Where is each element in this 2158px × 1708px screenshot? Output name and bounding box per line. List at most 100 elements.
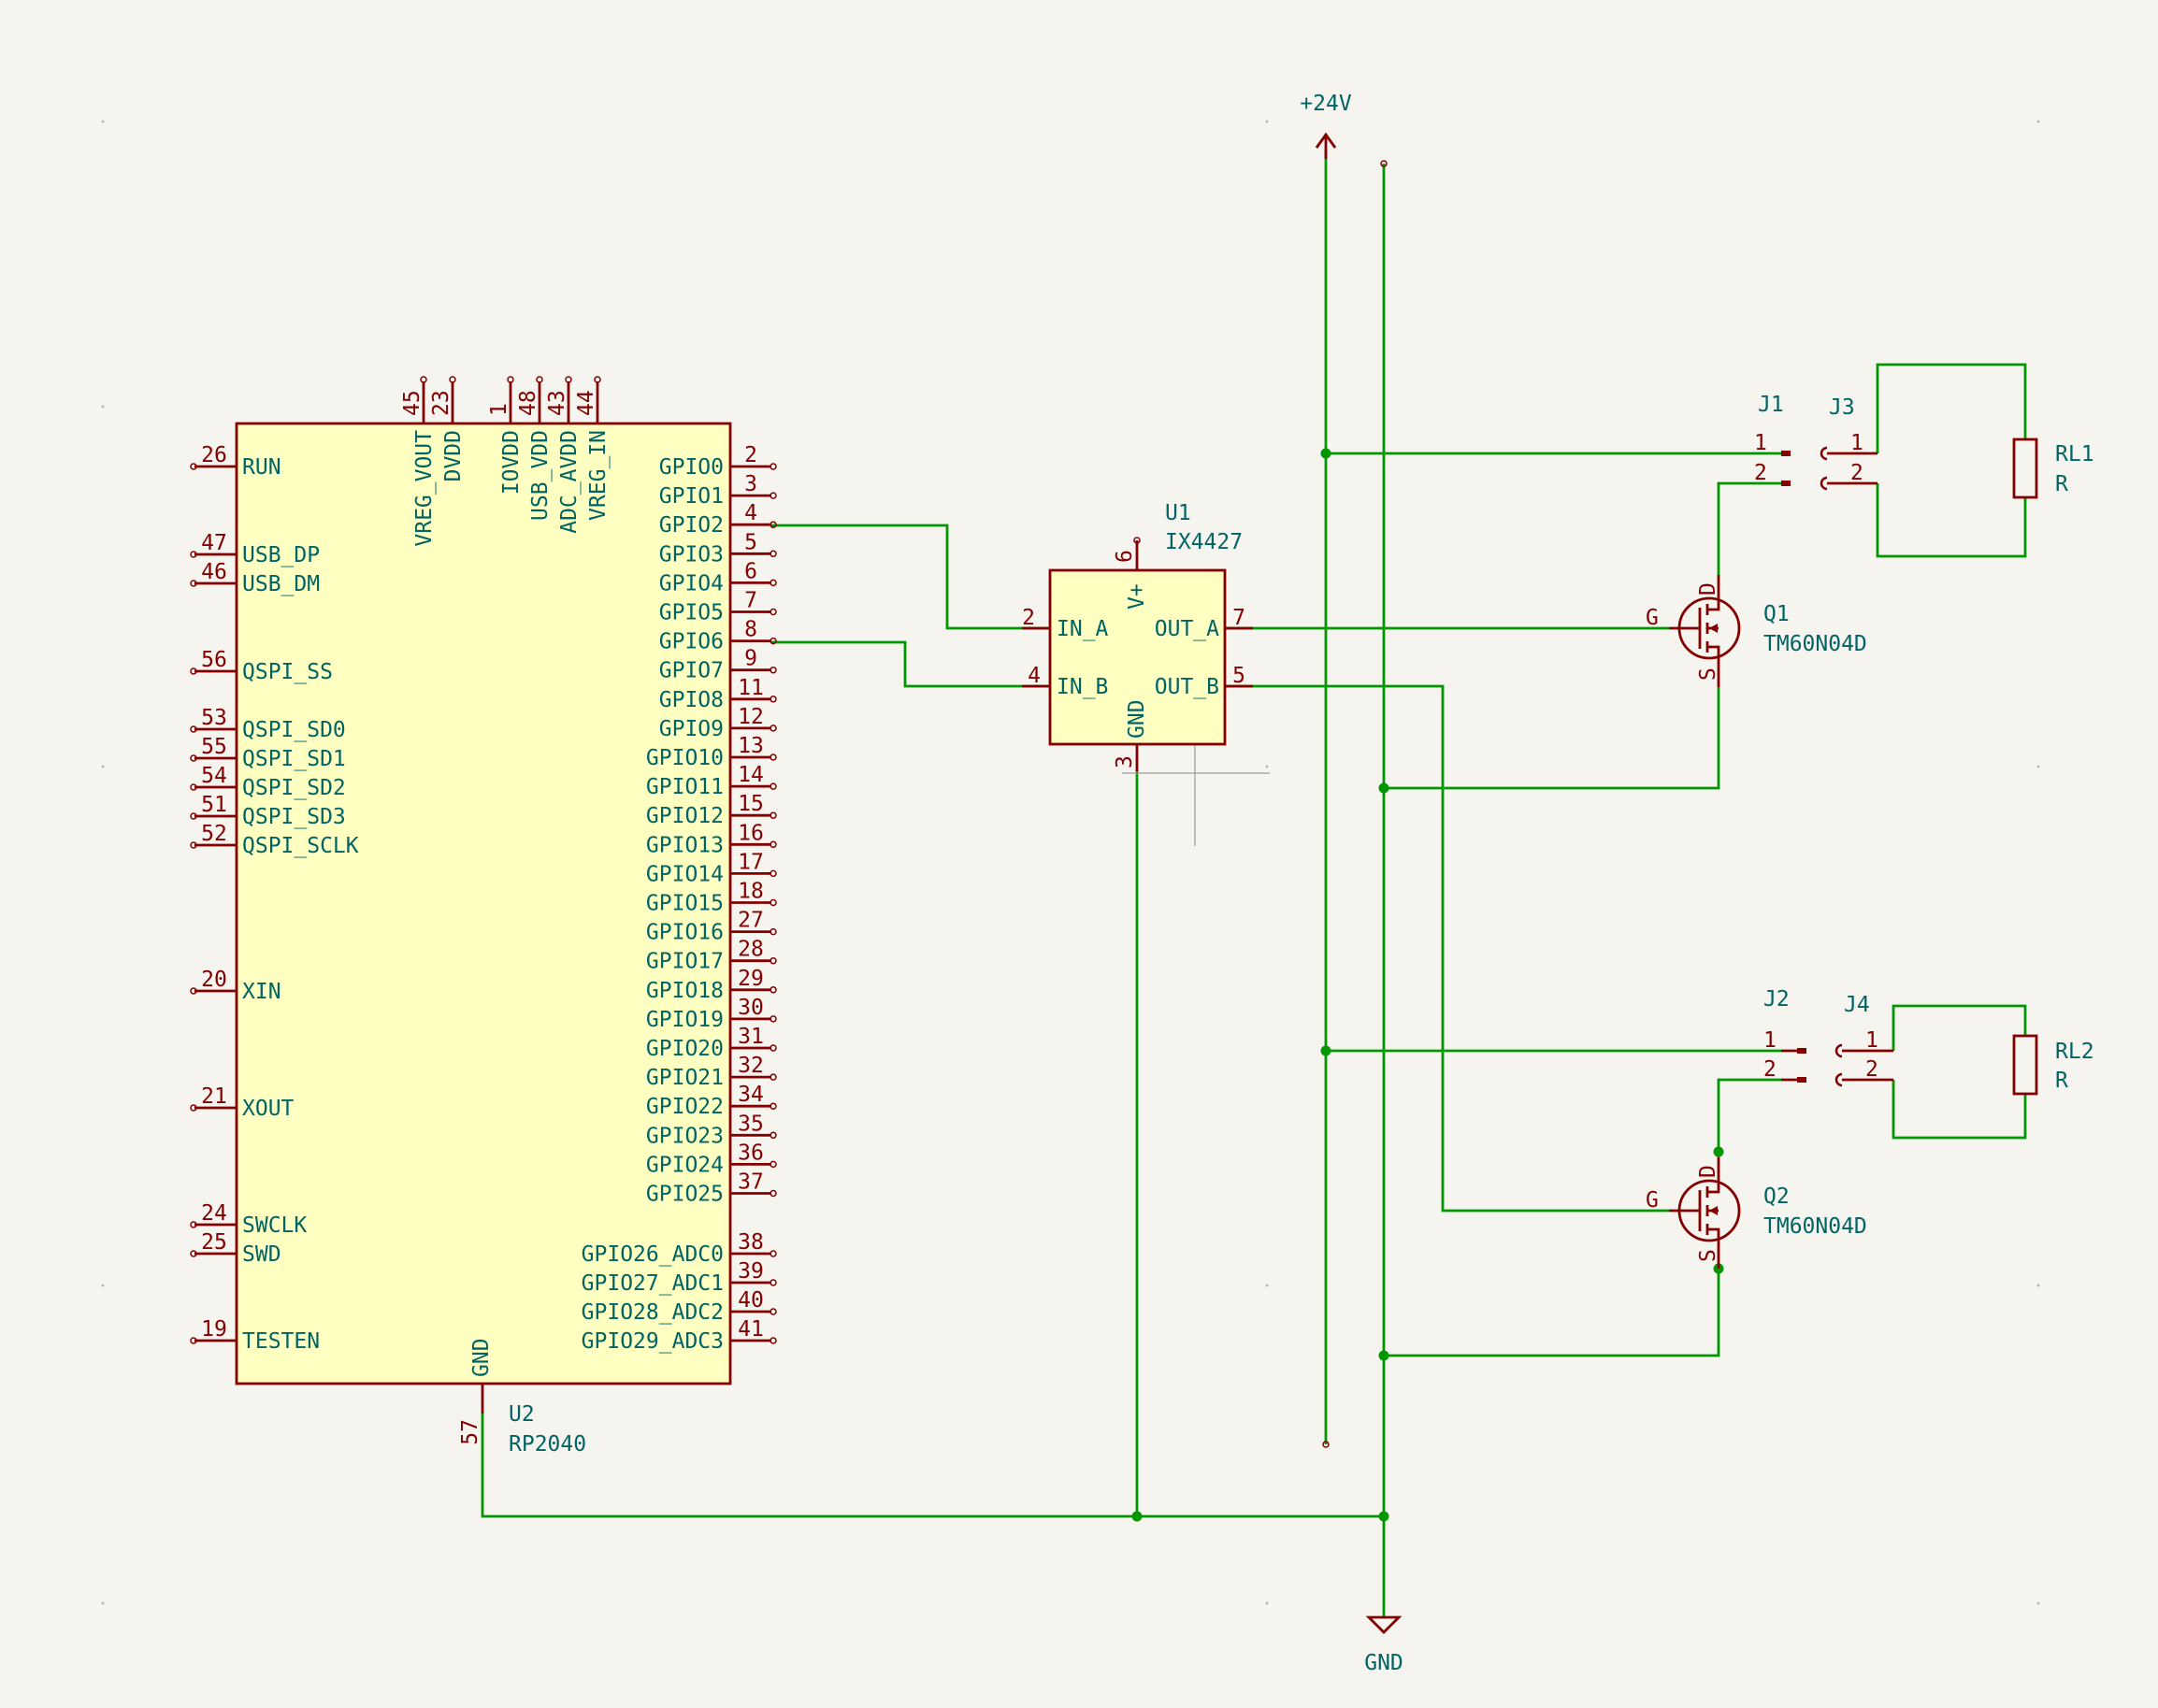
u2-left-pin-number: 20: [201, 968, 227, 992]
u2-top-pin-number: 44: [574, 390, 598, 416]
u1-body: [1048, 568, 1227, 746]
u2-left-pin-number: 52: [201, 822, 227, 846]
u2-right-pin-number: 41: [738, 1317, 764, 1342]
u2-left-pin-number: 46: [201, 560, 227, 584]
q2-value: TM60N04D: [1763, 1214, 1867, 1239]
u2-left-pin-name: XOUT: [242, 1097, 295, 1121]
wire-q1d-j1: [1717, 481, 1781, 575]
wire-j3-rl1-top: [1876, 363, 2027, 453]
u2-right-pin-number: 8: [744, 618, 757, 642]
u2-right-pin-number: 36: [738, 1141, 764, 1165]
wire-j4-rl2-top: [1892, 1004, 2027, 1051]
u2-right-pins: 2GPIO03GPIO14GPIO25GPIO36GPIO47GPIO58GPI…: [582, 443, 777, 1354]
u2-right-pin-number: 35: [738, 1112, 764, 1136]
u2-right-pin-name: GPIO6: [659, 630, 724, 654]
u2-left-pin-name: TESTEN: [242, 1329, 320, 1354]
u2-right-pin-number: 13: [738, 734, 764, 758]
u2-left-pin-number: 56: [201, 648, 227, 672]
j3-connector[interactable]: 1 2 J3: [1820, 395, 1877, 491]
u1-gnd-pin-name: GND: [1125, 699, 1149, 739]
u2-right-pin-number: 40: [738, 1288, 764, 1313]
u2-right-pin-name: GPIO28_ADC2: [582, 1300, 724, 1325]
rl2-resistor[interactable]: RL2 R: [2012, 1034, 2094, 1096]
u1-ix4427[interactable]: 6 V+ 3 GND 2 IN_A 4 IN_B 7 OUT_A 5 OUT_B…: [1022, 501, 1253, 771]
u2-left-pin-number: 53: [201, 706, 227, 730]
u1-ina-pin-name: IN_A: [1057, 617, 1109, 641]
j1-pin2: 2: [1754, 461, 1767, 485]
j1-connector[interactable]: 1 2 J1: [1754, 393, 1791, 486]
u2-right-pin-number: 15: [738, 792, 764, 816]
j1-reference: J1: [1758, 393, 1784, 417]
u2-right-pin-number: 12: [738, 705, 764, 729]
u2-right-pin-name: GPIO2: [659, 513, 724, 538]
u2-top-pin-number: 23: [429, 390, 453, 416]
u2-gnd-pin-name: GND: [469, 1338, 494, 1377]
wire-outb-q2g: [1225, 684, 1669, 1213]
u2-top-pin-name: IOVDD: [499, 430, 524, 495]
wire-gpio2-ina: [771, 524, 1050, 630]
grid-dots: [101, 120, 2040, 1605]
u2-left-pin-name: USB_DP: [242, 543, 320, 567]
u2-right-pin-name: GPIO9: [659, 717, 724, 741]
q1-drain-label: D: [1696, 582, 1720, 596]
q1-source-label: S: [1696, 667, 1720, 681]
u2-left-pin-name: QSPI_SD3: [242, 805, 346, 829]
j2-connector[interactable]: 1 2 J2: [1763, 987, 1806, 1083]
u2-left-pin-name: USB_DM: [242, 572, 320, 596]
u2-top-pin-name: DVDD: [441, 430, 466, 481]
u2-right-pin-name: GPIO24: [646, 1153, 724, 1177]
q2-reference: Q2: [1763, 1184, 1790, 1209]
u2-left-pin-name: QSPI_SD2: [242, 776, 346, 800]
wire-q2s-gnd: [1384, 1269, 1720, 1357]
j4-pin2: 2: [1865, 1057, 1878, 1082]
wire-gnd-bus: [481, 1414, 1384, 1518]
u2-top-pin-name: VREG_IN: [586, 430, 611, 521]
u2-right-pin-name: GPIO20: [646, 1037, 724, 1061]
u2-right-pin-number: 2: [744, 443, 757, 467]
power-24v-label: +24V: [1300, 92, 1352, 116]
u2-right-pin-name: GPIO12: [646, 804, 724, 828]
j2-pin1: 1: [1763, 1028, 1777, 1053]
j3-pin1: 1: [1850, 431, 1863, 455]
u2-right-pin-number: 30: [738, 996, 764, 1020]
u1-value: IX4427: [1165, 530, 1243, 554]
u2-right-pin-name: GPIO1: [659, 484, 724, 509]
u2-left-pin-number: 21: [201, 1084, 227, 1109]
u2-right-pin-name: GPIO14: [646, 862, 724, 886]
u2-right-pin-number: 38: [738, 1230, 764, 1255]
wire-q1s-gnd: [1384, 687, 1720, 790]
u2-right-pin-name: GPIO8: [659, 688, 724, 712]
gnd-symbol[interactable]: GND: [1364, 1615, 1403, 1675]
j4-connector[interactable]: 1 2 J4: [1834, 993, 1893, 1087]
u1-outa-pin-name: OUT_A: [1155, 617, 1219, 641]
u2-left-pin-name: QSPI_SS: [242, 660, 333, 684]
wire-q2d-j2: [1717, 1078, 1781, 1157]
rl1-resistor[interactable]: RL1 R: [2012, 438, 2094, 499]
u2-gnd-pin-number: 57: [458, 1419, 482, 1445]
power-24v-symbol[interactable]: +24V: [1300, 92, 1352, 159]
u2-left-pin-number: 54: [201, 764, 227, 788]
u2-right-pin-name: GPIO22: [646, 1095, 724, 1119]
u2-left-pin-name: QSPI_SD0: [242, 718, 346, 742]
wire-j3-rl1-bot: [1876, 483, 2027, 558]
wire-gpio6-inb: [771, 640, 1050, 688]
u2-right-pin-number: 27: [738, 909, 764, 933]
q1-mosfet[interactable]: G D S Q1 TM60N04D: [1646, 575, 1867, 687]
u2-left-pin-name: RUN: [242, 455, 281, 480]
u2-left-pin-name: SWCLK: [242, 1213, 307, 1238]
u1-gnd-pin-number: 3: [1113, 755, 1137, 768]
u2-right-pin-name: GPIO4: [659, 571, 724, 596]
rl2-reference: RL2: [2055, 1040, 2094, 1064]
u2-right-pin-number: 9: [744, 647, 757, 671]
wire-j4-rl2-bot: [1892, 1080, 2027, 1140]
j1-pin1: 1: [1754, 431, 1767, 455]
u1-vplus-pin-name: V+: [1125, 583, 1149, 610]
u2-top-pin-number: 45: [400, 390, 424, 416]
u2-top-pins: 45VREG_VOUT23DVDD1IOVDD48USB_VDD43ADC_AV…: [400, 376, 611, 547]
q2-mosfet[interactable]: G D S Q2 TM60N04D: [1646, 1157, 1867, 1269]
u2-right-pin-name: GPIO29_ADC3: [582, 1329, 724, 1354]
